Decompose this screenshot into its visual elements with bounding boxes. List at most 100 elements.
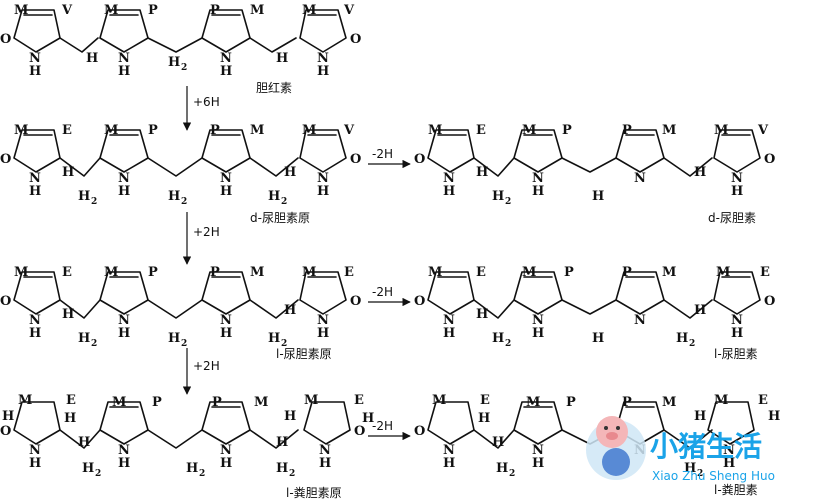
svg-text:H: H <box>86 51 98 66</box>
svg-text:M: M <box>662 395 676 410</box>
svg-text:M: M <box>14 265 28 280</box>
svg-text:M: M <box>522 265 536 280</box>
svg-text:P: P <box>148 265 158 280</box>
svg-text:H: H <box>592 331 604 346</box>
svg-text:E: E <box>354 393 364 408</box>
svg-text:H: H <box>268 331 280 346</box>
watermark-logo <box>586 416 646 480</box>
svg-text:H: H <box>694 409 706 424</box>
svg-text:P: P <box>566 395 576 410</box>
svg-text:O: O <box>0 424 11 439</box>
svg-text:H: H <box>478 411 490 426</box>
svg-text:M: M <box>432 393 446 408</box>
svg-text:M: M <box>18 393 32 408</box>
svg-text:E: E <box>758 393 768 408</box>
svg-text:H: H <box>78 189 90 204</box>
svg-text:M: M <box>104 265 118 280</box>
svg-text:2: 2 <box>281 197 287 207</box>
svg-text:M: M <box>104 123 118 138</box>
svg-text:P: P <box>564 265 574 280</box>
svg-text:2: 2 <box>509 469 515 479</box>
svg-text:P: P <box>562 123 572 138</box>
svg-text:H: H <box>362 411 374 426</box>
reagent-minus2h-c: -2H <box>372 419 393 433</box>
svg-text:P: P <box>622 395 632 410</box>
reagent-minus2h-a: -2H <box>372 147 393 161</box>
svg-text:H: H <box>284 409 296 424</box>
svg-text:P: P <box>152 395 162 410</box>
svg-text:H: H <box>276 461 288 476</box>
svg-text:E: E <box>480 393 490 408</box>
svg-text:H: H <box>168 55 180 70</box>
svg-text:M: M <box>428 123 442 138</box>
svg-text:H: H <box>284 165 296 180</box>
reagent-plus2h-a: +2H <box>193 225 220 239</box>
svg-text:M: M <box>112 395 126 410</box>
svg-text:E: E <box>62 265 72 280</box>
svg-text:2: 2 <box>95 469 101 479</box>
svg-text:H: H <box>492 331 504 346</box>
svg-text:E: E <box>476 265 486 280</box>
svg-text:V: V <box>757 123 769 138</box>
svg-text:E: E <box>476 123 486 138</box>
watermark-subtitle: Xiao Zhu Sheng Huo <box>652 469 775 483</box>
svg-text:H: H <box>2 409 14 424</box>
d-urobilin-label: d-尿胆素 <box>708 211 756 225</box>
svg-text:O: O <box>354 424 365 439</box>
svg-text:P: P <box>148 3 158 18</box>
svg-text:M: M <box>14 123 28 138</box>
svg-text:H: H <box>284 303 296 318</box>
svg-text:M: M <box>428 265 442 280</box>
svg-text:M: M <box>526 395 540 410</box>
svg-text:2: 2 <box>199 469 205 479</box>
l-stercobilin-label: l-粪胆素 <box>714 483 758 497</box>
svg-text:M: M <box>716 265 730 280</box>
reagent-plus6h: +6H <box>193 95 220 109</box>
svg-text:M: M <box>662 123 676 138</box>
svg-text:M: M <box>250 123 264 138</box>
svg-text:H: H <box>64 411 76 426</box>
svg-text:H: H <box>276 51 288 66</box>
bilirubin-label: 胆红素 <box>256 80 292 95</box>
svg-text:M: M <box>104 3 118 18</box>
svg-text:E: E <box>344 265 354 280</box>
svg-text:M: M <box>302 265 316 280</box>
svg-text:P: P <box>622 123 632 138</box>
svg-text:2: 2 <box>181 63 187 73</box>
svg-text:H: H <box>476 307 488 322</box>
svg-text:H: H <box>694 165 706 180</box>
svg-text:M: M <box>522 123 536 138</box>
svg-text:V: V <box>61 3 73 18</box>
svg-text:2: 2 <box>289 469 295 479</box>
svg-text:H: H <box>492 189 504 204</box>
svg-text:P: P <box>210 123 220 138</box>
svg-text:H: H <box>268 189 280 204</box>
svg-text:2: 2 <box>505 339 511 349</box>
svg-text:H: H <box>684 461 696 476</box>
svg-text:P: P <box>210 265 220 280</box>
svg-text:V: V <box>343 123 355 138</box>
svg-text:E: E <box>760 265 770 280</box>
l-stercobilinogen-label: l-粪胆素原 <box>286 486 342 500</box>
svg-text:H: H <box>168 189 180 204</box>
svg-text:2: 2 <box>281 339 287 349</box>
svg-text:E: E <box>62 123 72 138</box>
svg-text:H: H <box>62 307 74 322</box>
svg-text:H: H <box>168 331 180 346</box>
svg-text:P: P <box>212 395 222 410</box>
svg-text:2: 2 <box>505 197 511 207</box>
svg-text:H: H <box>62 165 74 180</box>
l-urobilinogen-label: l-尿胆素原 <box>276 347 332 361</box>
svg-text:H: H <box>592 189 604 204</box>
svg-text:O: O <box>414 424 425 439</box>
svg-text:H: H <box>768 409 780 424</box>
svg-text:M: M <box>302 123 316 138</box>
svg-text:H: H <box>476 165 488 180</box>
svg-text:H: H <box>496 461 508 476</box>
